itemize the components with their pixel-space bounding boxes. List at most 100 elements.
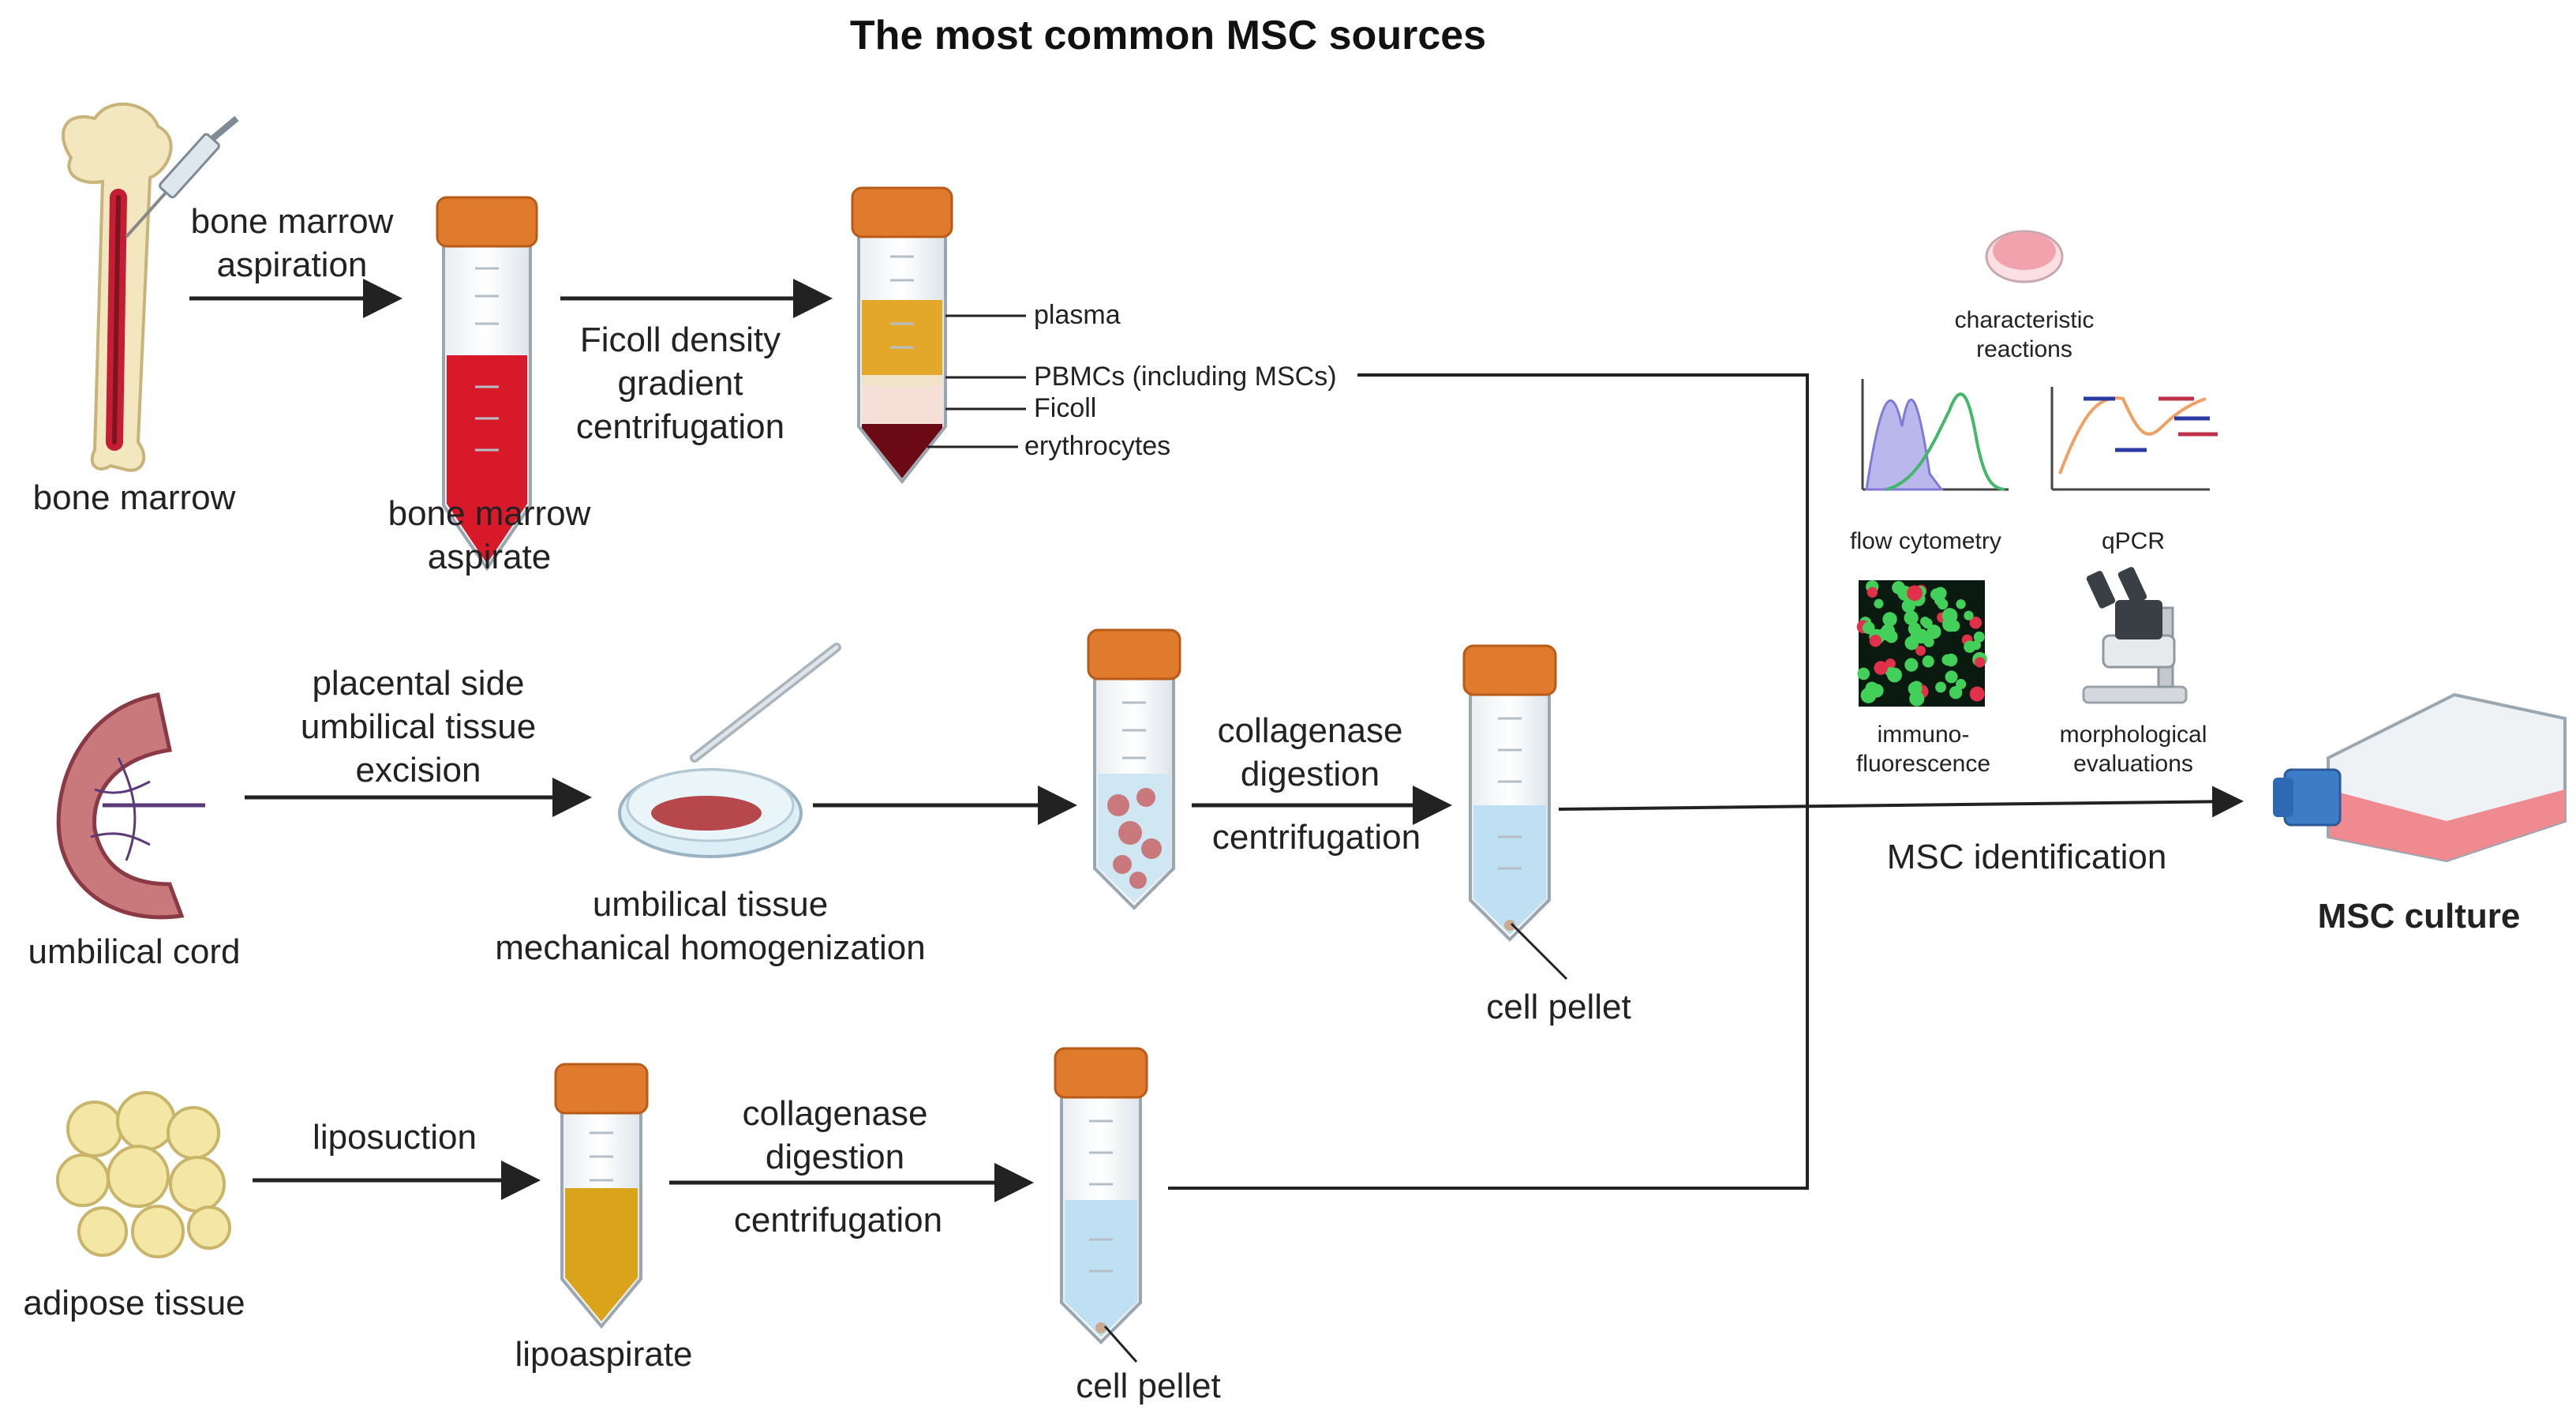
plasma-label: plasma — [1034, 300, 1121, 330]
if-cell — [1969, 616, 1983, 629]
lipoaspirate-fill — [565, 1188, 638, 1322]
lipoaspirate-tube — [554, 1063, 649, 1329]
if-cell — [1973, 631, 1985, 643]
if-cell — [1857, 667, 1870, 681]
page-title: The most common MSC sources — [850, 13, 1486, 58]
if-cell — [1901, 598, 1915, 613]
uc-centrifugation-label: centrifugation — [1212, 818, 1421, 857]
uc-cell-pellet-tube — [1462, 644, 1557, 942]
if-line1: immuno- — [1878, 722, 1970, 748]
if-cell — [1862, 621, 1875, 635]
if-cell — [1869, 635, 1882, 647]
cell-pellet-dot — [1504, 920, 1515, 931]
if-cell — [1885, 658, 1896, 669]
if-cell — [1971, 640, 1982, 651]
erythrocytes-label: erythrocytes — [1024, 431, 1170, 461]
bone-marrow-aspirate-tube — [436, 196, 538, 572]
if-cell — [1920, 617, 1930, 627]
if-cell — [1904, 658, 1919, 672]
uc-digestion-line2: digestion — [1241, 755, 1380, 793]
msc-culture-label: MSC culture — [2318, 897, 2521, 936]
culture-flask-icon — [2273, 692, 2567, 863]
reactions-line2: reactions — [1976, 336, 2072, 362]
reactions-line1: characteristic — [1955, 307, 2095, 333]
if-cell — [1926, 624, 1941, 639]
if-cell — [1956, 599, 1966, 609]
immunofluorescence-cells — [1856, 580, 1987, 707]
petri-dish-icon — [618, 768, 803, 858]
if-cell — [1870, 684, 1884, 698]
connector-adipose — [1168, 805, 1809, 1190]
adipose-tissue-icon — [56, 1091, 231, 1258]
if-cell — [1866, 587, 1878, 598]
uc-pellet-pointer — [1510, 922, 1568, 981]
if-cell — [1941, 654, 1953, 666]
bone-marrow-aspiration-line2: aspiration — [217, 246, 368, 284]
if-cell — [1937, 598, 1949, 610]
excision-line3: excision — [356, 751, 481, 789]
if-line2: fluorescence — [1856, 751, 1990, 777]
if-cell — [1949, 686, 1963, 699]
if-cell — [1935, 681, 1946, 693]
ficoll-layer — [862, 386, 942, 424]
tissue-digestion-tube — [1087, 628, 1181, 910]
pbmc-label: PBMCs (including MSCs) — [1034, 362, 1337, 392]
if-cell — [1882, 612, 1897, 627]
if-cell — [1908, 681, 1923, 696]
if-cell — [1942, 616, 1958, 632]
blood-fill — [447, 355, 527, 564]
ad-pellet-pointer — [1103, 1326, 1138, 1363]
uc-digestion-line1: collagenase — [1218, 711, 1403, 750]
if-cell — [1874, 661, 1888, 675]
if-cell — [1945, 670, 1958, 684]
ficoll-label-line2: gradient — [617, 364, 743, 403]
if-cell — [1892, 581, 1906, 594]
bone-marrow-aspiration-line1: bone marrow — [191, 202, 394, 241]
flow-cytometry-label: flow cytometry — [1850, 528, 2001, 554]
qpcr-label: qPCR — [2102, 528, 2165, 554]
ad-digestion-line1: collagenase — [743, 1094, 928, 1133]
aspirate-label-line2: aspirate — [428, 538, 552, 576]
ficoll-label-line1: Ficoll density — [580, 321, 781, 359]
if-cell — [1881, 624, 1896, 638]
adipose-tissue-label: adipose tissue — [23, 1284, 245, 1322]
microscope-icon — [2082, 567, 2188, 704]
ficoll-separated-tube — [851, 186, 953, 485]
umbilical-cord-label: umbilical cord — [28, 932, 241, 971]
morph-line2: evaluations — [2073, 751, 2193, 777]
if-cell — [1904, 610, 1919, 625]
scalpel-icon — [690, 643, 841, 763]
ad-cell-pellet-tube — [1054, 1047, 1148, 1344]
if-cell — [1904, 636, 1919, 651]
umbilical-cord-icon — [56, 692, 205, 920]
msc-identification-label: MSC identification — [1887, 838, 2167, 876]
morph-line1: morphological — [2060, 722, 2207, 748]
bone-marrow-label: bone marrow — [33, 478, 236, 517]
lipoaspirate-label: lipoaspirate — [515, 1335, 692, 1374]
aspirate-label-line1: bone marrow — [388, 494, 591, 533]
if-cell — [1974, 657, 1986, 668]
homogenization-line1: umbilical tissue — [593, 885, 828, 924]
syringe-icon — [125, 115, 239, 238]
liposuction-label: liposuction — [313, 1118, 477, 1157]
connector-pbmc — [1357, 373, 1809, 805]
ad-cell-pellet-label: cell pellet — [1076, 1367, 1220, 1405]
if-cell — [1887, 667, 1902, 683]
erythrocyte-layer — [862, 424, 942, 478]
if-cell — [1922, 655, 1934, 668]
excision-line2: umbilical tissue — [301, 707, 536, 746]
femur-bone-icon — [62, 103, 173, 472]
qpcr-plot-icon — [2050, 387, 2218, 491]
if-cell — [1908, 622, 1922, 636]
arrow-to-culture — [1558, 786, 2244, 818]
flow-cytometry-plot-icon — [1861, 379, 2009, 491]
if-cell — [1964, 610, 1974, 621]
characteristic-reactions-icon — [1985, 230, 2064, 283]
ficoll-layer-label: Ficoll — [1034, 393, 1096, 423]
ficoll-label-line3: centrifugation — [576, 407, 784, 446]
if-cell — [1915, 645, 1926, 656]
tissue-piece — [651, 796, 762, 831]
homogenization-line2: mechanical homogenization — [495, 928, 925, 967]
